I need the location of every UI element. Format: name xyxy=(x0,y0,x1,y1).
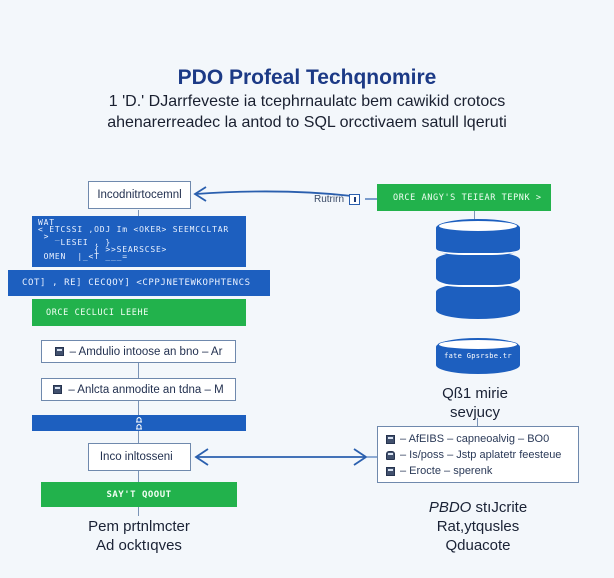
info-box-label: Inco inltosseni xyxy=(99,451,180,463)
code-line: LESEI , } xyxy=(38,238,112,247)
connector-line xyxy=(138,470,139,482)
green-band-label: ORCE CECLUCI LEEHE xyxy=(46,307,149,318)
list-item[interactable]: – Erocte – sperenk xyxy=(386,463,570,479)
info-box[interactable]: Inco inltosseni xyxy=(88,443,191,471)
code-line: { >>SEARSCSE> xyxy=(38,245,168,254)
database-icon xyxy=(436,219,520,319)
right-caption-rest: stıJcrite xyxy=(471,499,528,516)
statement-band-label: COT] , RE] CECQOY] <CPPJNETEWKOPHTENCS xyxy=(22,278,251,288)
save-icon xyxy=(54,347,64,356)
initialization-box[interactable]: Incodnitrtocemnl xyxy=(88,181,191,209)
submit-button-label: SAY'T QOOUT xyxy=(106,489,172,500)
return-arrow xyxy=(193,186,378,202)
connector-line xyxy=(138,362,139,378)
subtitle-line-2: ahenarerreadec la antod to SQL orcctivae… xyxy=(107,114,507,131)
right-caption: PBDO stıJcrite Rat,ytqusles Qduacote xyxy=(398,498,558,555)
user-stack-icon xyxy=(136,417,142,430)
code-block: WAT < ETCSSI ,ODJ Im <OKER> SEEMCCLTAR >… xyxy=(32,216,246,267)
right-green-banner[interactable]: ORCE ANGY'S TEIEAR TEPNK > xyxy=(377,184,551,211)
green-status-band: ORCE CECLUCI LEEHE xyxy=(32,299,246,326)
storage-cylinder: fate Gpsrsbe.tr xyxy=(436,338,520,374)
list-item[interactable]: – AfEIBS – capneoalvig – BO0 xyxy=(386,431,570,447)
connector-line xyxy=(138,210,139,216)
subtitle-line-1: 1 'D.' DJarrfeveste ia tcephrnaulatc bem… xyxy=(108,93,506,110)
code-line: < ETCSSI ,ODJ Im <OKER> SEEMCCLTAR xyxy=(38,225,229,234)
list-box-2-label: – Anlcta anmodite an tdna – M xyxy=(68,383,224,396)
connector-line xyxy=(138,431,139,443)
db-caption: Qß1 mirie sevjucy xyxy=(400,384,550,422)
list-box-2[interactable]: – Anlcta anmodite an tdna – M xyxy=(41,378,236,401)
db-caption-line-1: Qß1 mirie xyxy=(442,385,508,402)
save-icon xyxy=(386,466,395,476)
list-item-label: – AfEIBS – capneoalvig – BO0 xyxy=(400,433,550,445)
lock-icon xyxy=(386,450,395,460)
right-caption-line-1: PBDO stıJcrite xyxy=(398,498,558,517)
list-item-label: – Erocte – sperenk xyxy=(400,465,493,477)
statement-band: COT] , RE] CECQOY] <CPPJNETEWKOPHTENCS xyxy=(8,270,270,296)
right-caption-line-3: Qduacote xyxy=(445,537,511,554)
list-item-label: – Is/poss – Jstp aplatetr feesteue xyxy=(400,449,562,461)
left-caption: Pem prtnlmcter Ad ocktıqves xyxy=(40,517,238,555)
right-caption-line-2: Rat,ytqusles xyxy=(436,518,520,535)
connector-line xyxy=(474,211,475,221)
save-icon xyxy=(386,434,395,444)
square-toggle-icon[interactable] xyxy=(349,194,360,205)
list-box-1[interactable]: – Amdulio intoose an bno – Ar xyxy=(41,340,236,363)
page-title: PDO Profeal Techqnomire xyxy=(177,66,437,89)
connector-line xyxy=(477,418,478,426)
db-caption-line-2: sevjucy xyxy=(449,404,501,421)
right-caption-italic: PBDO xyxy=(428,499,472,516)
code-line: > _ xyxy=(38,232,61,241)
connector-line xyxy=(138,401,139,415)
left-caption-line-1: Pem prtnlmcter xyxy=(88,518,190,535)
left-caption-line-2: Ad ocktıqves xyxy=(96,537,182,554)
list-box-1-label: – Amdulio intoose an bno – Ar xyxy=(69,345,223,358)
code-line: WAT xyxy=(38,218,55,227)
initialization-label: Incodnitrtocemnl xyxy=(97,189,182,201)
storage-cylinder-label: fate Gpsrsbe.tr xyxy=(444,352,512,360)
connector-line xyxy=(138,506,139,516)
right-banner-label: ORCE ANGY'S TEIEAR TEPNK > xyxy=(393,192,542,203)
return-label: Rutrirn xyxy=(314,194,345,205)
feature-list-box: – AfEIBS – capneoalvig – BO0 – Is/poss –… xyxy=(377,426,579,483)
bidirectional-arrow xyxy=(194,448,378,466)
save-icon xyxy=(53,385,63,394)
submit-button[interactable]: SAY'T QOOUT xyxy=(41,482,237,507)
list-item[interactable]: – Is/poss – Jstp aplatetr feesteue xyxy=(386,447,570,463)
code-line: OMEN |_<T ___= xyxy=(38,252,128,261)
blue-divider xyxy=(32,415,246,431)
